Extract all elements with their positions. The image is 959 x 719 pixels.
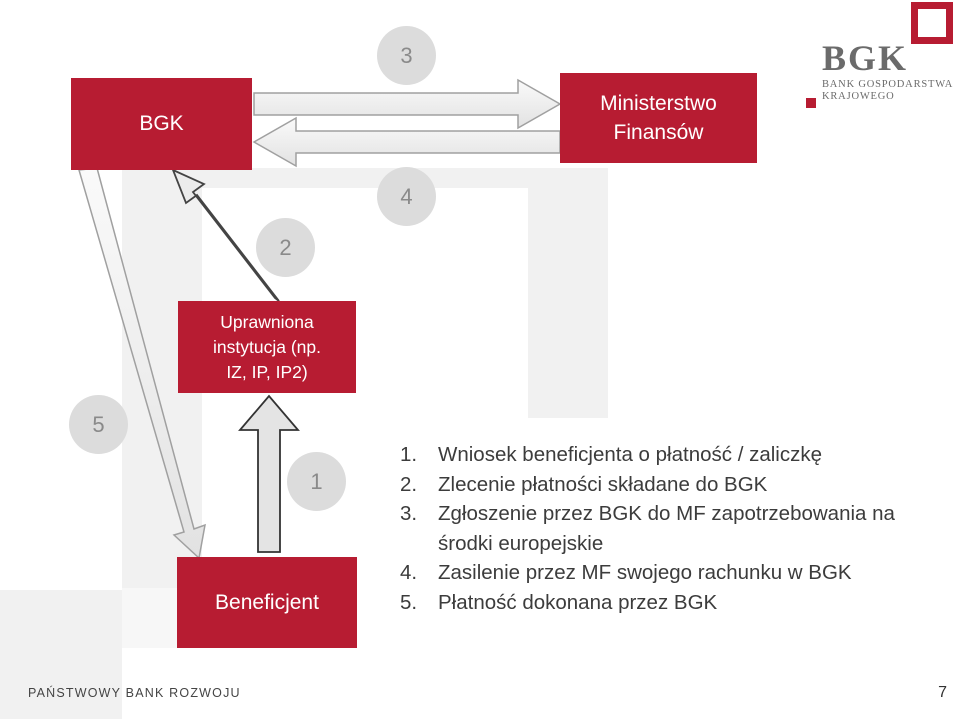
step-number-3: 3 [400, 42, 413, 68]
step-number-5: 5 [92, 411, 105, 437]
legend-item: 4. Zasilenie przez MF swojego rachunku w … [400, 558, 895, 588]
step-number-4: 4 [400, 183, 413, 209]
step-circle-1: 1 [287, 452, 346, 511]
legend-item: 3. Zgłoszenie przez BGK do MF zapotrzebow… [400, 499, 895, 529]
legend-number: 3. [400, 502, 418, 525]
legend-text: Zasilenie przez MF swojego rachunku w BG… [438, 561, 852, 584]
node-ministry-label: Ministerstwo Finansów [600, 92, 717, 144]
background-bottom-block [0, 590, 122, 719]
steps-legend: 1. Wniosek beneficjenta o płatność / zali… [400, 440, 895, 617]
legend-number [400, 529, 438, 559]
logo-square-outline [911, 2, 953, 44]
page-number: 7 [938, 684, 947, 701]
arrow-bgk-to-mf [253, 78, 562, 130]
background-frame-top [122, 168, 608, 188]
legend-text: Płatność dokonana przez BGK [438, 590, 718, 614]
legend-text: Zgłoszenie przez BGK do MF zapotrzebowan… [438, 502, 895, 525]
legend-item: 1. Wniosek beneficjenta o płatność / zali… [400, 440, 895, 470]
step-number-1: 1 [310, 468, 323, 494]
legend-number: 1. [400, 443, 418, 466]
step-circle-2: 2 [256, 218, 315, 277]
step-circle-5: 5 [69, 395, 128, 454]
node-beneficiary: Beneficjent [177, 557, 357, 648]
node-ministry-of-finance: Ministerstwo Finansów [560, 73, 757, 163]
node-institution: Uprawniona instytucja (np. IZ, IP, IP2) [178, 301, 356, 393]
logo-line-2: KRAJOWEGO [822, 91, 895, 102]
step-number-2: 2 [279, 234, 292, 260]
background-frame-right [528, 168, 608, 418]
legend-item: 2. Zlecenie płatności składane do BGK [400, 470, 895, 500]
legend-text: Wniosek beneficjenta o płatność / zalicz… [438, 443, 823, 466]
step-circle-3: 3 [377, 26, 436, 85]
node-institution-label: Uprawniona instytucja (np. IZ, IP, IP2) [213, 311, 321, 382]
legend-number: 5. [400, 590, 418, 614]
legend-text: Zlecenie płatności składane do BGK [438, 472, 768, 496]
node-bgk: BGK [71, 78, 252, 170]
legend-text: środki europejskie [438, 531, 604, 555]
arrow-mf-to-bgk [252, 116, 561, 168]
node-bgk-label: BGK [139, 112, 184, 135]
background-bottom-strip [122, 588, 178, 648]
arrow-institution-to-bgk [171, 168, 280, 302]
legend-item: środki europejskie [400, 529, 895, 559]
node-beneficiary-label: Beneficjent [215, 590, 319, 614]
legend-number: 4. [400, 561, 418, 584]
arrow-bgk-to-beneficiary [78, 167, 206, 560]
footer-organization: PAŃSTWOWY BANK ROZWOJU [28, 686, 241, 700]
logo-line-1: BANK GOSPODARSTWA [822, 79, 954, 90]
logo-mark: BGK [822, 38, 909, 78]
arrow-beneficiary-to-institution [238, 394, 300, 553]
legend-number: 2. [400, 472, 418, 496]
logo-square-small [806, 98, 816, 108]
legend-item: 5. Płatność dokonana przez BGK [400, 588, 895, 618]
step-circle-4: 4 [377, 167, 436, 226]
